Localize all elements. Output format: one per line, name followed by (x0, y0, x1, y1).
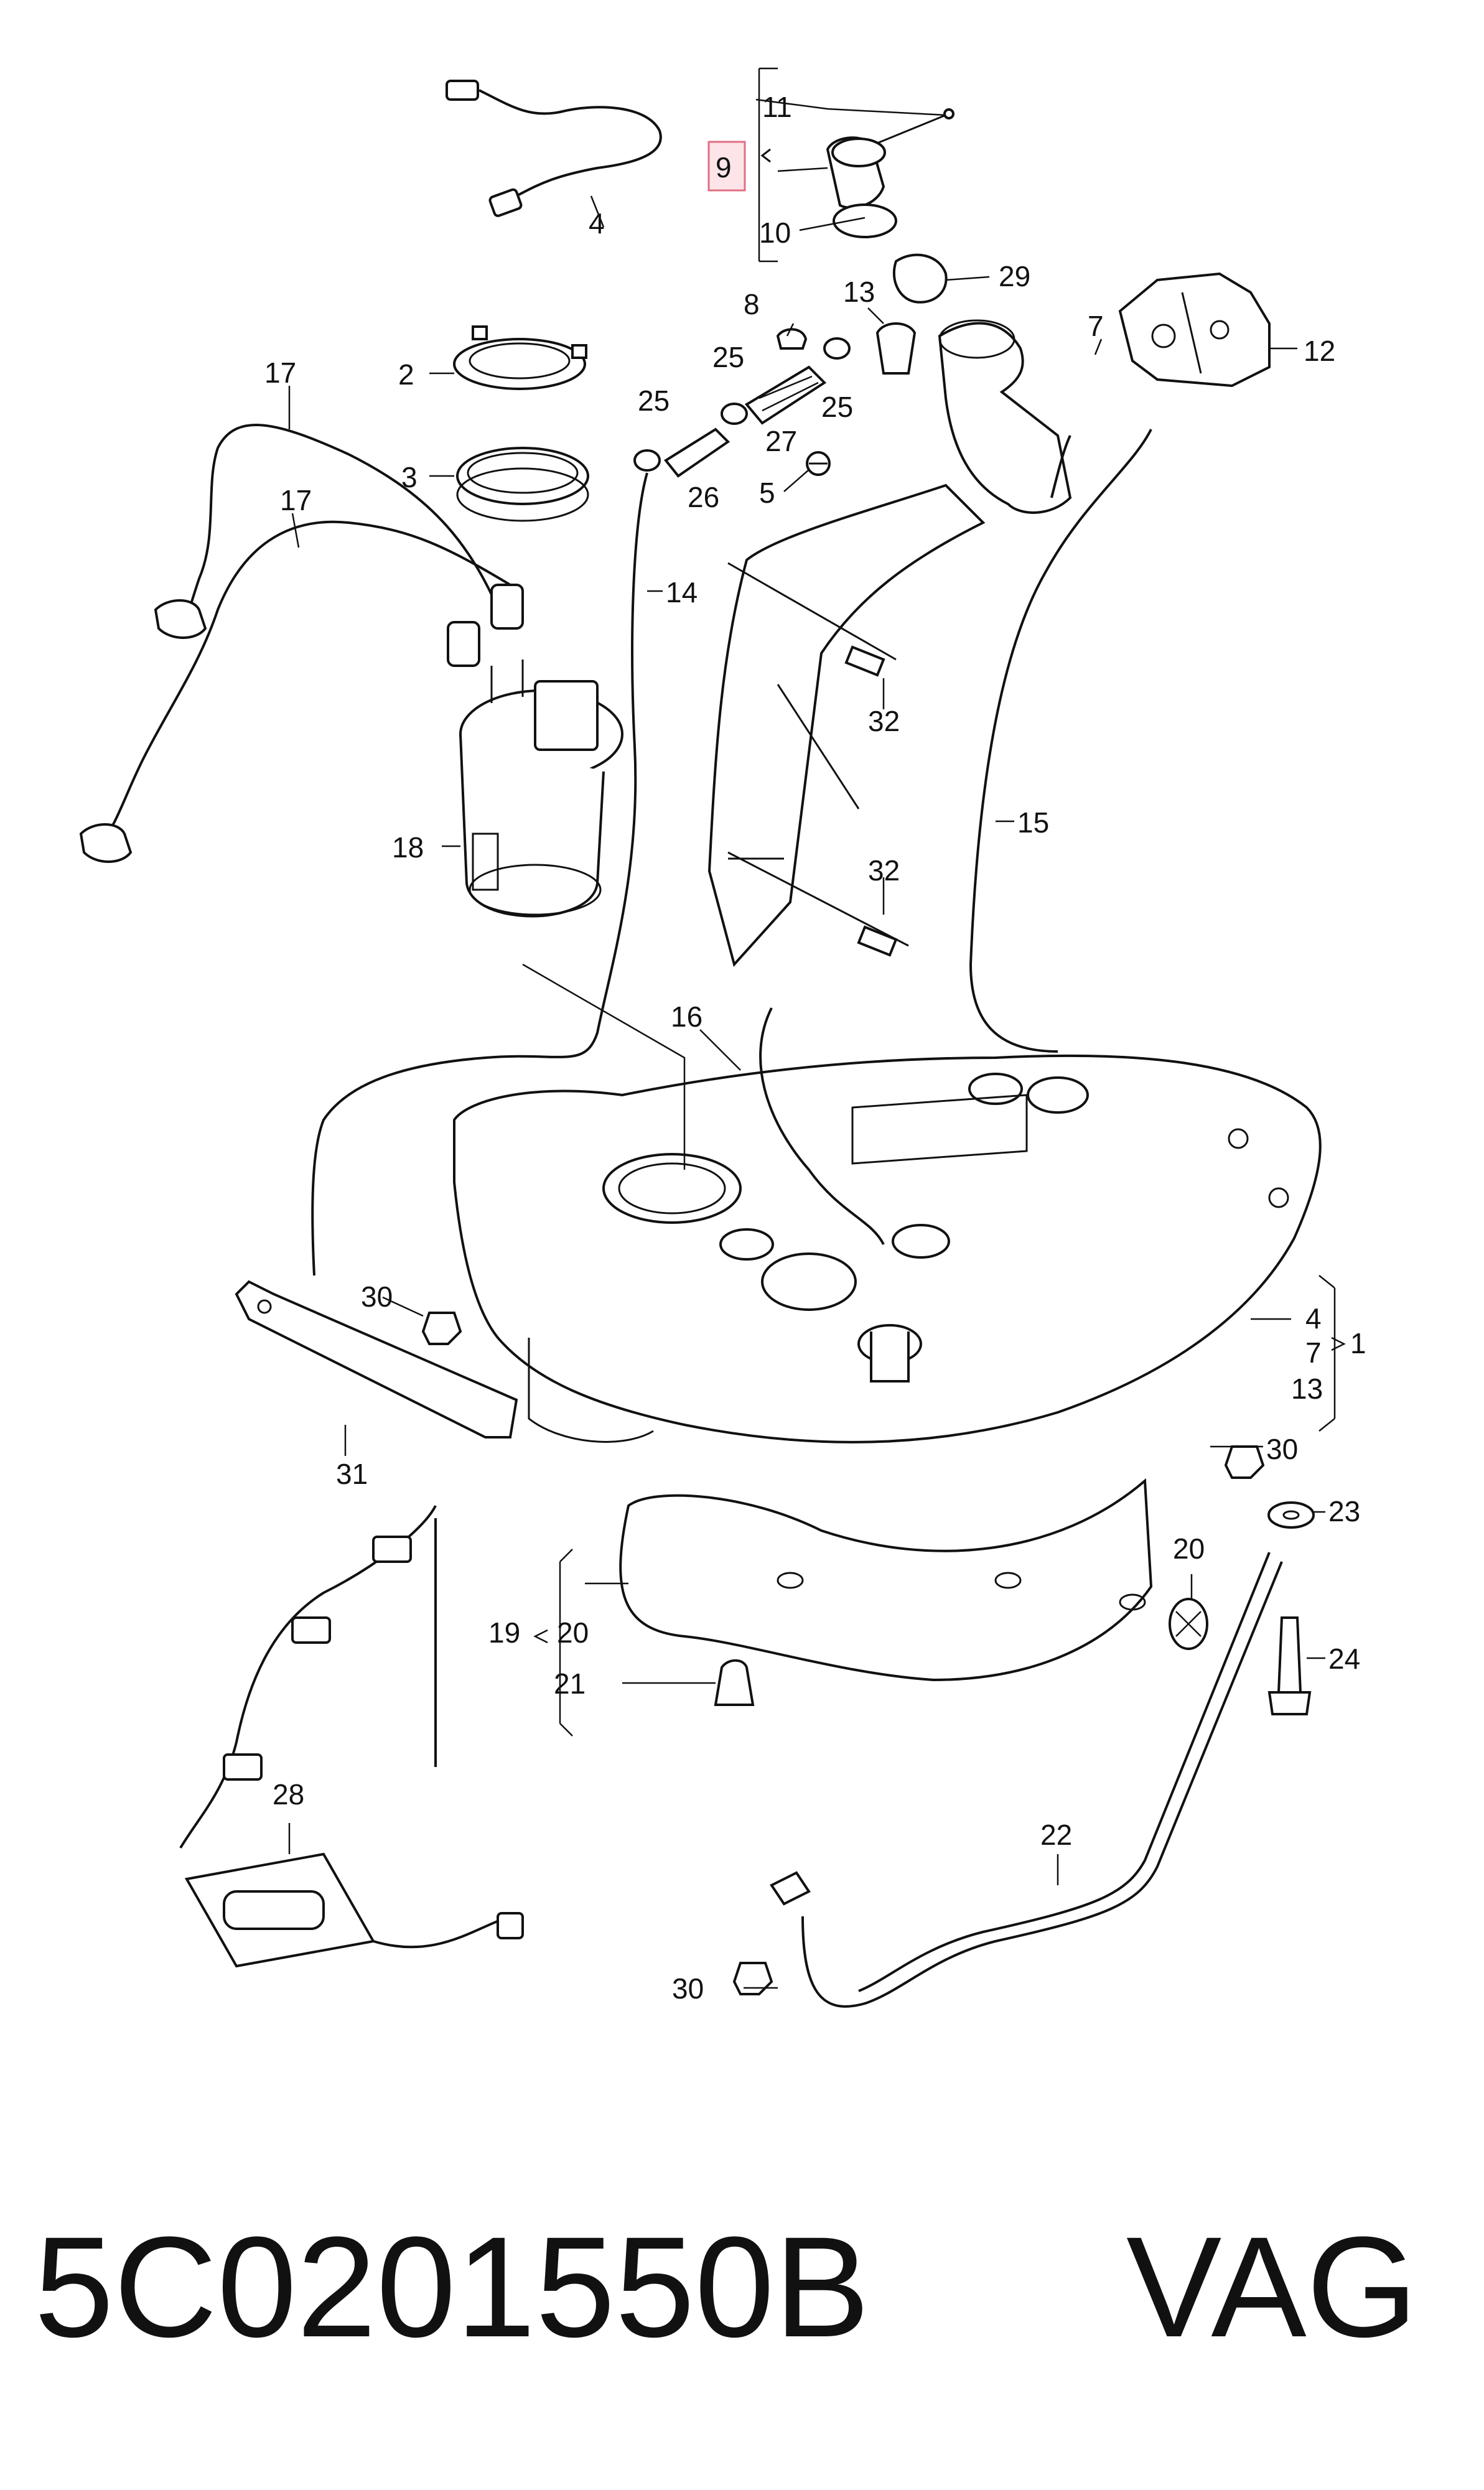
callout-25c: 25 (821, 391, 853, 423)
callout-9: 9 (716, 151, 732, 184)
callout-32a: 32 (868, 705, 900, 737)
callout-17b: 17 (280, 484, 312, 516)
callout-18: 18 (392, 831, 424, 864)
part-24-bolt (1267, 1616, 1312, 1715)
callout-labels: 4 11 9 10 29 8 13 7 12 2 17 25 25 25 27 … (264, 91, 1366, 2005)
part-28-sensor-harness (179, 1505, 524, 1968)
callout-25a: 25 (712, 341, 744, 373)
callout-13b: 13 (1291, 1373, 1323, 1405)
callout-31: 31 (336, 1458, 368, 1490)
callout-10: 10 (759, 217, 791, 249)
callout-13a: 13 (843, 276, 875, 308)
callout-7b: 7 (1305, 1336, 1322, 1369)
leader-lines (288, 98, 1346, 1989)
part-15-return-line (969, 429, 1152, 1053)
part-4-wiring-harness (446, 80, 662, 217)
fuel-tank (453, 1054, 1322, 1443)
callout-14: 14 (666, 576, 698, 609)
part-27-vent-hose (744, 365, 827, 425)
callout-4b: 4 (1305, 1302, 1322, 1335)
part-13-valve (875, 322, 917, 375)
part-14-vent-line (311, 472, 648, 1276)
part-30-nuts (421, 1312, 1265, 1995)
callout-22: 22 (1040, 1819, 1072, 1851)
callout-15: 15 (1017, 806, 1049, 839)
highlight-box (707, 141, 746, 192)
part-21-grommet (714, 1659, 755, 1706)
callout-16: 16 (671, 1000, 702, 1033)
callout-23: 23 (1328, 1495, 1360, 1527)
callout-2: 2 (398, 358, 414, 391)
callout-28: 28 (273, 1778, 304, 1811)
callout-19: 19 (488, 1616, 520, 1649)
brand-text: VAG (1126, 2207, 1418, 2367)
callout-32b: 32 (868, 854, 900, 887)
callout-5: 5 (759, 477, 775, 509)
part-32-pins (727, 562, 909, 957)
part-31-bracket-strip (235, 1280, 518, 1439)
callout-27: 27 (765, 425, 797, 457)
callout-8: 8 (744, 288, 760, 320)
callout-3: 3 (401, 461, 418, 493)
callout-20a: 20 (1173, 1532, 1205, 1565)
part-17-fuel-hose (79, 424, 524, 863)
part-18-fuel-pump-module (459, 660, 623, 918)
callout-30a: 30 (361, 1280, 393, 1313)
callout-30b: 30 (1266, 1433, 1298, 1465)
part-26-connector-pipe (664, 427, 730, 478)
part-12-filler-bracket (1118, 272, 1271, 388)
callout-12: 12 (1304, 335, 1335, 367)
part-29-filler-clip (892, 253, 948, 304)
callout-25b: 25 (638, 385, 670, 417)
callout-29: 29 (999, 260, 1030, 292)
callout-20b: 20 (557, 1616, 589, 1649)
callout-7a: 7 (1088, 310, 1104, 342)
part-23-washer (1267, 1501, 1315, 1529)
filler-neck (707, 319, 1072, 968)
callout-26: 26 (688, 481, 719, 513)
part-3-seal-ring (456, 447, 589, 522)
part-20-clip (1169, 1598, 1208, 1650)
callout-24: 24 (1328, 1643, 1360, 1675)
callout-21: 21 (554, 1667, 586, 1700)
callout-1: 1 (1350, 1327, 1366, 1359)
part-2-retaining-ring (453, 325, 587, 390)
callout-30c: 30 (672, 1972, 704, 2005)
callout-4a: 4 (589, 207, 605, 240)
part-25-hose-clamps (633, 337, 851, 472)
callout-11: 11 (762, 91, 792, 123)
part-16-hose (759, 1007, 885, 1245)
part-5-bolt (806, 451, 831, 476)
callout-17a: 17 (264, 357, 296, 389)
part-9-fuel-filler-cap (758, 67, 954, 263)
part-8-cap (776, 328, 808, 350)
part-number-text: 5C0201550B (34, 2207, 870, 2367)
part-19-heat-shield (619, 1478, 1153, 1682)
part-22-tank-strap (770, 1552, 1283, 2008)
